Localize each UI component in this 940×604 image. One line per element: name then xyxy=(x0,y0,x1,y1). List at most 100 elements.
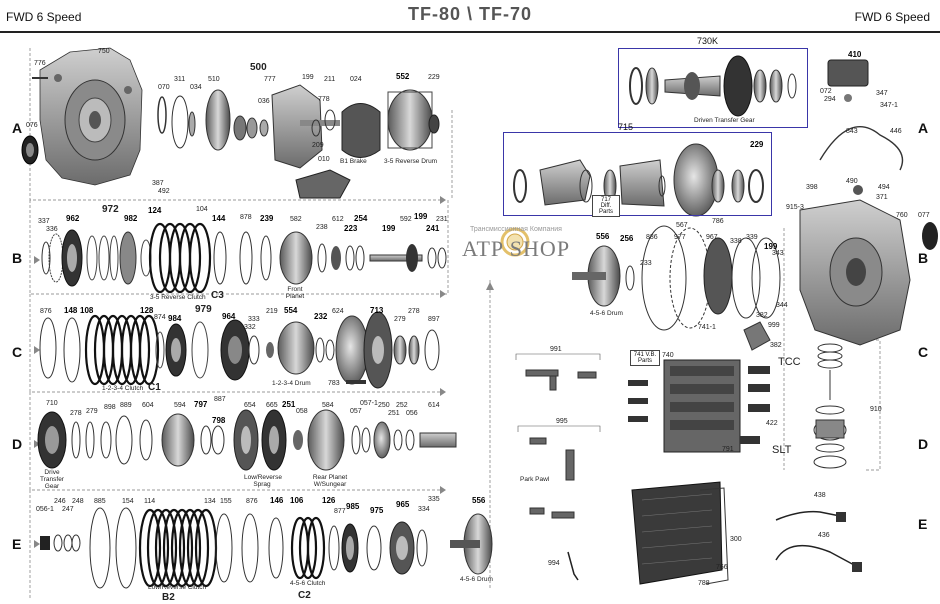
part-339: 339 xyxy=(746,234,758,241)
part-783: 783 xyxy=(328,380,340,387)
part-874: 874 xyxy=(154,314,166,321)
part-887: 887 xyxy=(214,396,226,403)
part-279b: 279 xyxy=(86,408,98,415)
part-333: 333 xyxy=(248,316,260,323)
part-786: 786 xyxy=(712,218,724,225)
part-146: 146 xyxy=(270,496,284,505)
part-231: 231 xyxy=(436,216,448,223)
caption-c3: C3 xyxy=(211,290,224,301)
part-3471: 347-1 xyxy=(880,102,898,109)
part-740: 740 xyxy=(662,352,674,359)
row-label-e: E xyxy=(12,536,22,552)
part-654: 654 xyxy=(244,402,256,409)
part-199a: 199 xyxy=(302,74,314,81)
box-715 xyxy=(503,132,772,216)
part-338: 338 xyxy=(730,238,742,245)
part-999: 999 xyxy=(768,322,780,329)
part-777: 777 xyxy=(264,76,276,83)
header-left-label: FWD 6 Speed xyxy=(6,10,82,24)
caption-front-planet: Front Planet xyxy=(285,286,305,300)
part-072: 072 xyxy=(820,88,832,95)
part-154: 154 xyxy=(122,498,134,505)
part-155: 155 xyxy=(220,498,232,505)
watermark-brand: ATP SHOP xyxy=(462,236,571,261)
part-311: 311 xyxy=(174,76,186,83)
part-760: 760 xyxy=(896,212,908,219)
part-347: 347 xyxy=(876,90,888,97)
part-975: 975 xyxy=(370,506,384,515)
part-199-right: 199 xyxy=(764,242,778,251)
group-979-label: 979 xyxy=(195,304,212,315)
group-972-label: 972 xyxy=(102,204,119,215)
part-199b: 199 xyxy=(382,224,396,233)
caption-c1: C1 xyxy=(148,382,161,393)
caption-low-reverse-clutch: Low/Reverse Clutch xyxy=(148,584,207,591)
part-552: 552 xyxy=(396,72,410,81)
part-9153: 915-3 xyxy=(786,204,804,211)
part-710: 710 xyxy=(46,400,58,407)
part-594: 594 xyxy=(174,402,186,409)
part-965: 965 xyxy=(396,500,410,509)
part-278b: 278 xyxy=(70,410,82,417)
part-124: 124 xyxy=(148,206,162,215)
part-300: 300 xyxy=(730,536,742,543)
part-229a: 229 xyxy=(428,74,440,81)
caption-park-pawl: Park Pawl xyxy=(520,476,550,483)
box-730k-title: 730K xyxy=(697,36,719,46)
part-233: 233 xyxy=(640,260,652,267)
row-label-c-right: C xyxy=(918,344,929,360)
part-251b: 251 xyxy=(388,410,400,417)
part-134: 134 xyxy=(204,498,216,505)
part-239: 239 xyxy=(260,214,274,223)
part-371: 371 xyxy=(876,194,888,201)
part-241: 241 xyxy=(426,224,440,233)
part-337: 337 xyxy=(38,218,50,225)
part-108: 108 xyxy=(80,306,94,315)
part-985: 985 xyxy=(346,502,360,511)
part-876: 876 xyxy=(40,308,52,315)
part-977: 977 xyxy=(674,234,686,241)
part-797: 797 xyxy=(194,400,208,409)
part-343: 343 xyxy=(772,250,784,257)
part-982: 982 xyxy=(124,214,138,223)
part-247: 247 xyxy=(62,506,74,513)
driven-transfer-gear-caption: Driven Transfer Gear xyxy=(694,117,755,124)
part-148: 148 xyxy=(64,306,78,315)
part-0571: 057-1 xyxy=(360,400,378,407)
part-252: 252 xyxy=(396,402,408,409)
part-254: 254 xyxy=(354,214,368,223)
part-114: 114 xyxy=(144,498,156,505)
part-229b: 229 xyxy=(750,140,764,149)
caption-456-clutch: 4-5-6 Clutch xyxy=(290,580,326,587)
part-128: 128 xyxy=(140,306,154,315)
part-144: 144 xyxy=(212,214,226,223)
box-715-title: 715 xyxy=(618,122,634,132)
part-294: 294 xyxy=(824,96,836,103)
row-label-a: A xyxy=(12,120,23,136)
part-398: 398 xyxy=(806,184,818,191)
part-199c: 199 xyxy=(414,212,428,221)
part-232: 232 xyxy=(314,312,328,321)
row-label-d: D xyxy=(12,436,23,452)
part-057: 057 xyxy=(350,408,362,415)
caption-c2: C2 xyxy=(298,590,311,601)
part-387: 387 xyxy=(152,180,164,187)
part-126: 126 xyxy=(322,496,336,505)
part-556b: 556 xyxy=(472,496,486,505)
diff-parts-box: 717 Diff. Parts xyxy=(592,195,620,217)
part-885: 885 xyxy=(94,498,106,505)
part-076: 076 xyxy=(26,122,38,129)
part-250: 250 xyxy=(378,402,390,409)
part-077: 077 xyxy=(918,212,930,219)
part-967: 967 xyxy=(706,234,718,241)
part-567: 567 xyxy=(676,222,688,229)
part-494: 494 xyxy=(878,184,890,191)
part-382b: 382 xyxy=(770,342,782,349)
transmission-case xyxy=(39,47,143,186)
part-995: 995 xyxy=(556,418,568,425)
part-246: 246 xyxy=(54,498,66,505)
row-label-d-right: D xyxy=(918,436,929,452)
part-556a: 556 xyxy=(596,232,610,241)
part-962: 962 xyxy=(66,214,80,223)
part-0561: 056-1 xyxy=(36,506,54,513)
